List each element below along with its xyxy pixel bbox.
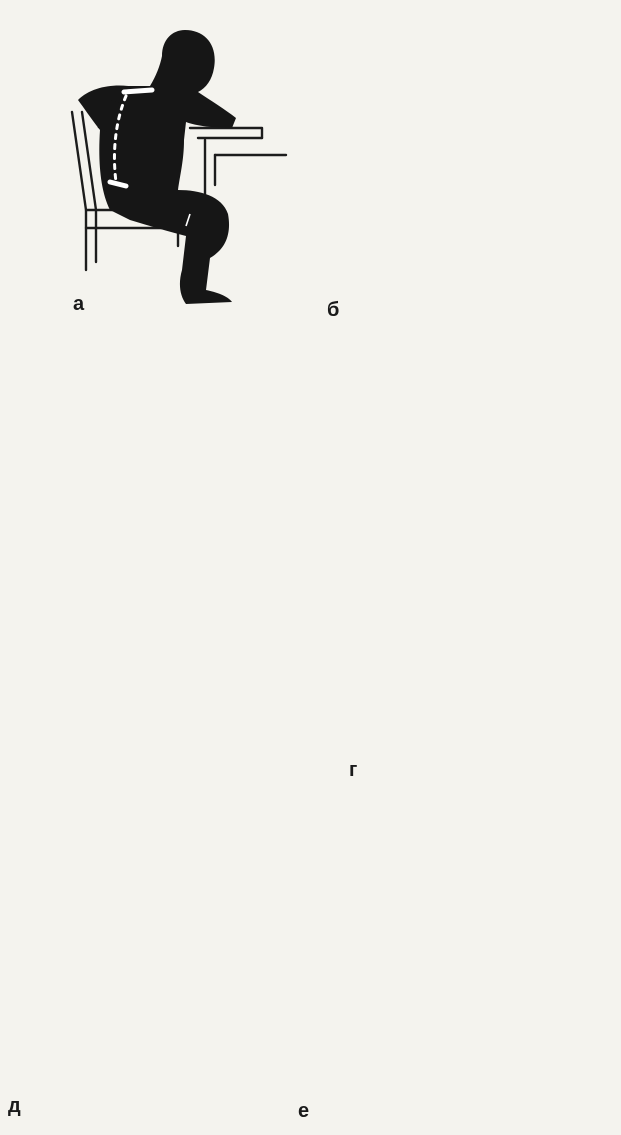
panel-a-figure	[72, 30, 286, 304]
panel-label-g: г	[349, 760, 357, 780]
panel-label-b: б	[327, 300, 339, 320]
panel-label-d: д	[8, 1096, 21, 1116]
panel-label-e: е	[298, 1101, 309, 1121]
silhouette-a	[78, 30, 236, 304]
table-a	[190, 128, 286, 200]
panel-label-a: а	[73, 294, 84, 314]
